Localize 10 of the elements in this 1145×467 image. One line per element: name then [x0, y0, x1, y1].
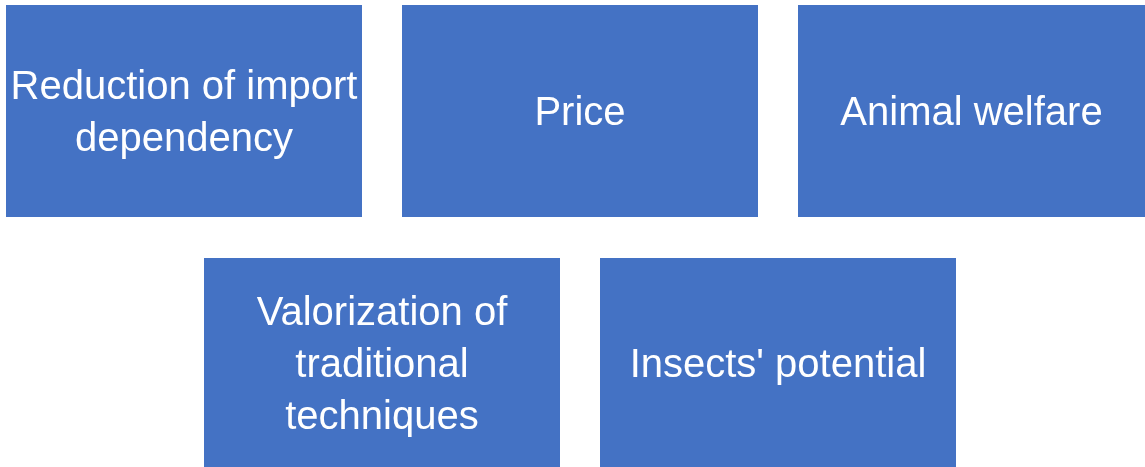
topic-text: Valorization of traditional techniques [255, 287, 509, 439]
topic-box [600, 258, 956, 467]
topic-text: Price [534, 88, 626, 135]
topic-text: Animal welfare [840, 88, 1103, 135]
topic-box [402, 5, 758, 217]
topic-box [204, 258, 560, 467]
topic-text: Insects' potential [629, 339, 927, 387]
topic-box [6, 5, 362, 217]
topic-box [798, 5, 1145, 217]
topic-text: Reduction of import dependency [10, 62, 358, 161]
